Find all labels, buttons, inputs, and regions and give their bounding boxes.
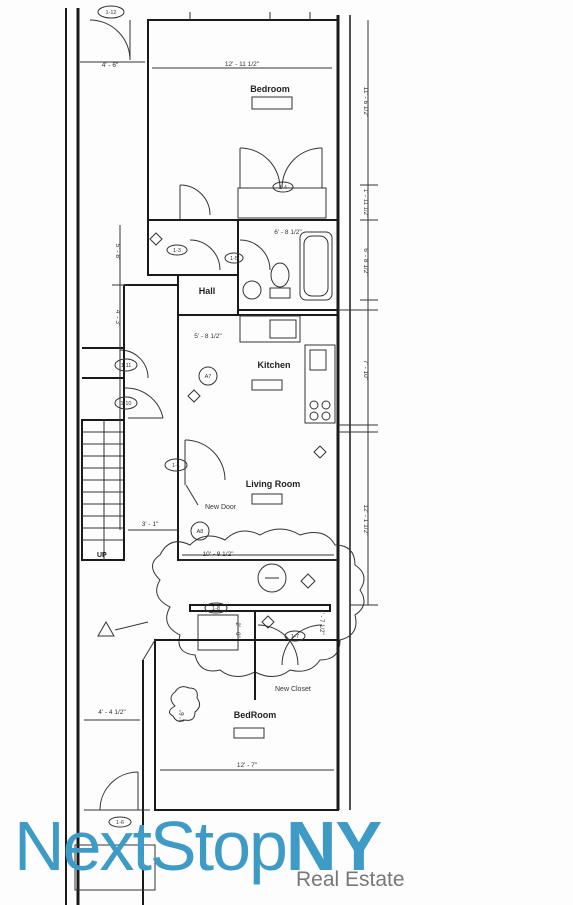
bedroom-bottom-walls (154, 639, 339, 811)
tag-1-7: 1-7 (291, 634, 299, 640)
dim-right-living: 12' - 1 1/2" (362, 504, 369, 536)
door-1-6-swing (99, 771, 139, 811)
dim-right-bedroom: 11' - 6 1/2" (362, 87, 369, 118)
sink (242, 280, 262, 300)
tag-a7: A7 (205, 374, 212, 380)
vestibule-walls (147, 219, 239, 276)
stairs-up-label: UP (97, 552, 107, 559)
tag-1-1: 1-1 (172, 463, 180, 469)
nextstopny-logo: NextStopNY (14, 806, 382, 886)
tag-1-8: 1-8 (212, 606, 220, 612)
room-bedroom-top: Bedroom (250, 84, 290, 94)
bed-marker (251, 96, 293, 110)
dim-left-corridor: 4' - 3" (114, 310, 121, 327)
kitchen-counter (239, 315, 301, 343)
dim-closet-v: 2' - 0" (234, 622, 240, 637)
logo-part2: NY (285, 807, 382, 885)
revision-cloud (152, 528, 365, 677)
dim-right-kitchen: 7' - 10" (362, 360, 369, 381)
closet-wall-dashed (189, 604, 331, 612)
stove-counter (304, 344, 336, 424)
dim-top-width: 12' - 11 1/2" (225, 61, 260, 68)
logo-tagline: Real Estate (296, 868, 405, 891)
dim-right-bath: 6' - 8 1/2" (362, 248, 369, 276)
bathroom-walls (237, 219, 339, 311)
tag-1-5: 1-5 (230, 256, 238, 262)
dim-stair-width: 3' - 1" (142, 521, 159, 528)
dim-hall-width: 5' - 8 1/2" (194, 333, 222, 340)
new-door-swing (184, 439, 226, 481)
bedroom-top-walls (147, 19, 339, 221)
tag-1-11: 1-11 (121, 363, 132, 369)
tag-1-10: 1-10 (120, 401, 131, 407)
staircase (81, 419, 125, 561)
bathtub (299, 231, 333, 301)
dim-left-hall: 5' - 8" (114, 244, 121, 261)
note-new-door: New Door (205, 504, 237, 511)
dim-bath-width: 6' - 8 1/2" (274, 229, 302, 236)
dim-bottom-width: 12' - 7" (237, 762, 258, 769)
bed-marker-bottom (233, 727, 265, 739)
room-kitchen: Kitchen (257, 360, 290, 370)
tag-1-12: 1-12 (105, 10, 116, 16)
kitchen-living-walls (177, 314, 339, 561)
closet-top (237, 187, 327, 219)
door-1-12-swing (89, 19, 131, 61)
logo-part1: NextStop (14, 807, 288, 885)
room-bedroom-bottom: BedRoom (234, 710, 277, 720)
dim-right-closet: 1' - 11 1/2" (362, 189, 368, 217)
dim-top-left: 4' - 6" (102, 62, 119, 69)
tag-1-6: 1-6 (116, 820, 124, 826)
dim-closet-r: 1' - 7 1/2" (318, 609, 324, 634)
toilet (270, 262, 290, 288)
tag-1-3: 1-3 (173, 248, 181, 254)
dim-bottom-small: 1' 6" (180, 710, 186, 722)
room-hall: Hall (199, 286, 216, 296)
kitchen-sink (309, 349, 327, 371)
room-living-room: Living Room (246, 479, 301, 489)
dim-living-width: 10' - 9 1/2" (202, 551, 234, 558)
revision-triangle (97, 620, 115, 637)
tag-a8: A8 (197, 529, 204, 535)
tag-1-4: 1-4 (279, 185, 287, 191)
note-new-closet: New Closet (275, 686, 311, 693)
dim-bottom-left: 4' - 4 1/2" (98, 709, 126, 716)
